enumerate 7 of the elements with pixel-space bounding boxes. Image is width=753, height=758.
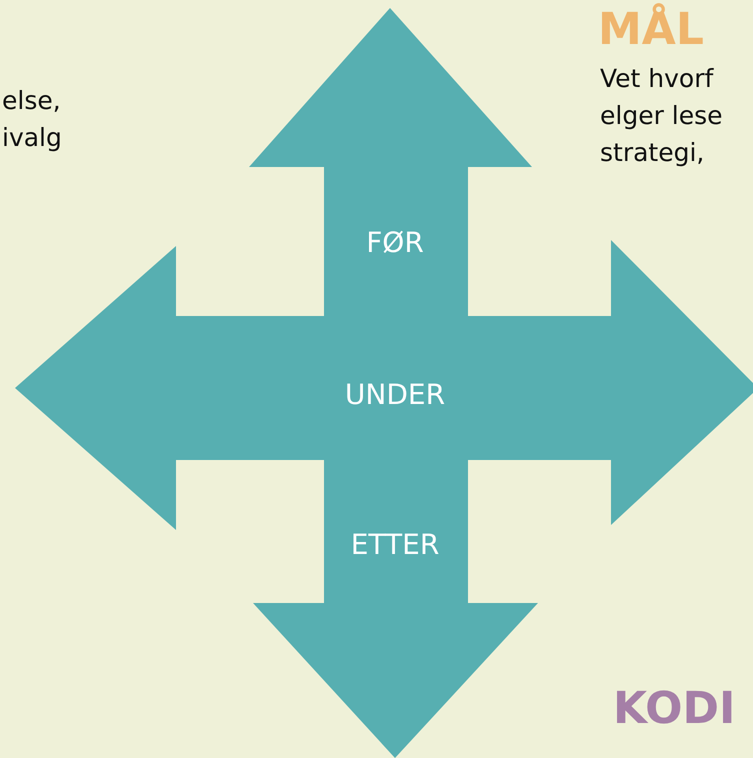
arrow-label: FØR xyxy=(366,226,424,259)
body-text: Vet hvorf elger lese strategi, xyxy=(600,63,724,169)
arrow-label: ETTER xyxy=(350,528,440,561)
body-text: else, ivalg xyxy=(2,85,63,154)
section-heading: KODI xyxy=(613,684,736,734)
section-heading: MÅL xyxy=(598,5,704,55)
arrow-label: UNDER xyxy=(344,378,446,411)
